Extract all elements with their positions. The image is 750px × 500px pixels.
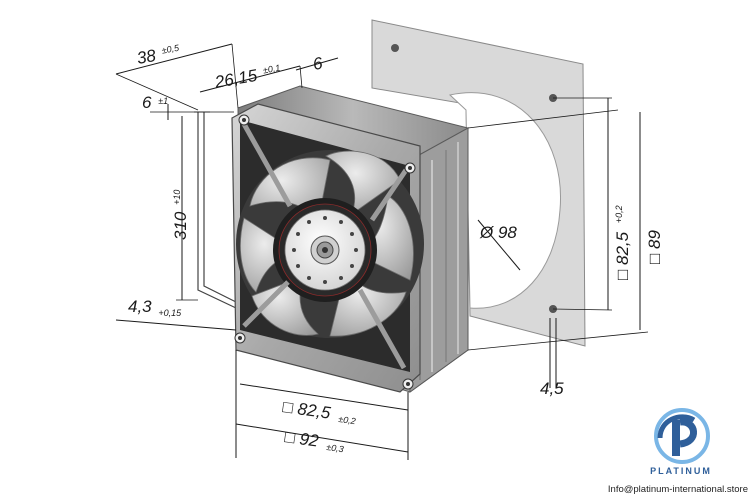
svg-text:4,3 +0,15: 4,3 +0,15 [128, 297, 182, 318]
svg-text:38 ±0,5: 38 ±0,5 [135, 42, 182, 68]
dim-hole-pitch-side-value: □ 82,5 [613, 231, 632, 280]
svg-text:□ 82,5 ±0,2: □ 82,5 ±0,2 [281, 397, 357, 426]
dim-body-depth-tol: ±0,1 [262, 63, 281, 76]
dim-pin-value: 4,5 [540, 379, 564, 398]
dim-depth-value: 38 [135, 46, 157, 68]
frame-struts [241, 122, 409, 370]
gasket-hole-icon [391, 44, 399, 52]
dim-lead-offset-tol: ±1 [158, 96, 168, 106]
brand-name: PLATINUM [650, 466, 712, 476]
dim-hole-pitch-side-tol: +0,2 [614, 205, 624, 223]
platinum-logo-icon [654, 408, 710, 464]
dim-depth-tol: ±0,5 [161, 43, 181, 56]
dim-diameter-value: Ø 98 [479, 223, 517, 242]
svg-text:□ 92 ±0,3: □ 92 ±0,3 [283, 427, 345, 454]
dim-lead-offset-value: 6 [142, 93, 152, 112]
dim-lead-length-value: 310 [171, 211, 190, 240]
dim-frame-size-value: □ 92 [283, 427, 320, 451]
dim-hole-tol: +0,15 [158, 308, 182, 318]
dim-body-depth-value: 26,15 [212, 66, 259, 92]
dim-hole-value: 4,3 [128, 297, 152, 316]
svg-text:26,15 ±0,1: 26,15 ±0,1 [212, 62, 282, 92]
svg-text:310 +10: 310 +10 [171, 190, 190, 240]
lead-wires [194, 111, 237, 309]
dim-hole-pitch-bottom-tol: ±0,2 [338, 414, 357, 426]
dim-frame-size-tol: ±0,3 [326, 442, 345, 454]
dim-flange-value: 6 [311, 53, 324, 73]
dim-gasket-size-value: □ 89 [645, 230, 664, 264]
svg-text:□ 82,5 +0,2: □ 82,5 +0,2 [613, 205, 632, 280]
dimension-lines [115, 43, 649, 460]
gasket-plate [371, 19, 586, 347]
brand-contact: Info@platinum-international.store [607, 484, 748, 495]
dim-hole-pitch-bottom-value: □ 82,5 [281, 397, 332, 423]
frame-mounting-holes [234, 114, 416, 390]
fan-hub [273, 198, 377, 302]
svg-text:6 ±1: 6 ±1 [142, 93, 168, 112]
dim-lead-length-tol: +10 [172, 190, 182, 205]
